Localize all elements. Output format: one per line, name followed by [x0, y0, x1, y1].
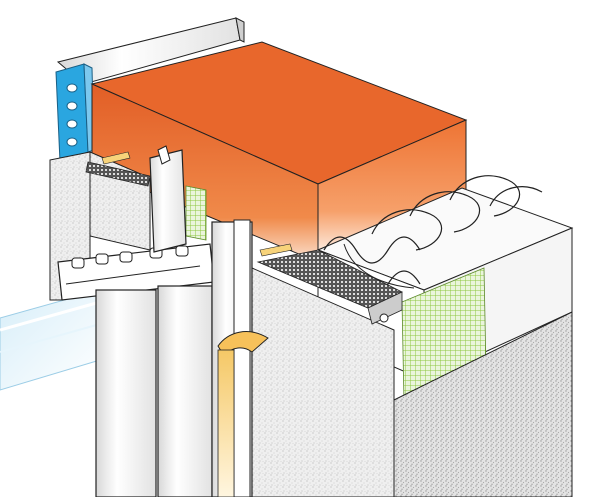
sealing-tape	[217, 331, 269, 497]
yellow-seal-strips	[101, 151, 293, 257]
brick-lintel-block	[90, 41, 468, 263]
mesh-strip-upper	[185, 185, 207, 241]
top-ventilation-grate	[85, 161, 151, 187]
sill-ventilation-grate	[256, 249, 403, 325]
right-render-wall	[251, 267, 573, 497]
blue-perforated-profile	[55, 63, 95, 163]
glass-pane	[0, 289, 101, 391]
window-frame-profile	[57, 145, 215, 497]
